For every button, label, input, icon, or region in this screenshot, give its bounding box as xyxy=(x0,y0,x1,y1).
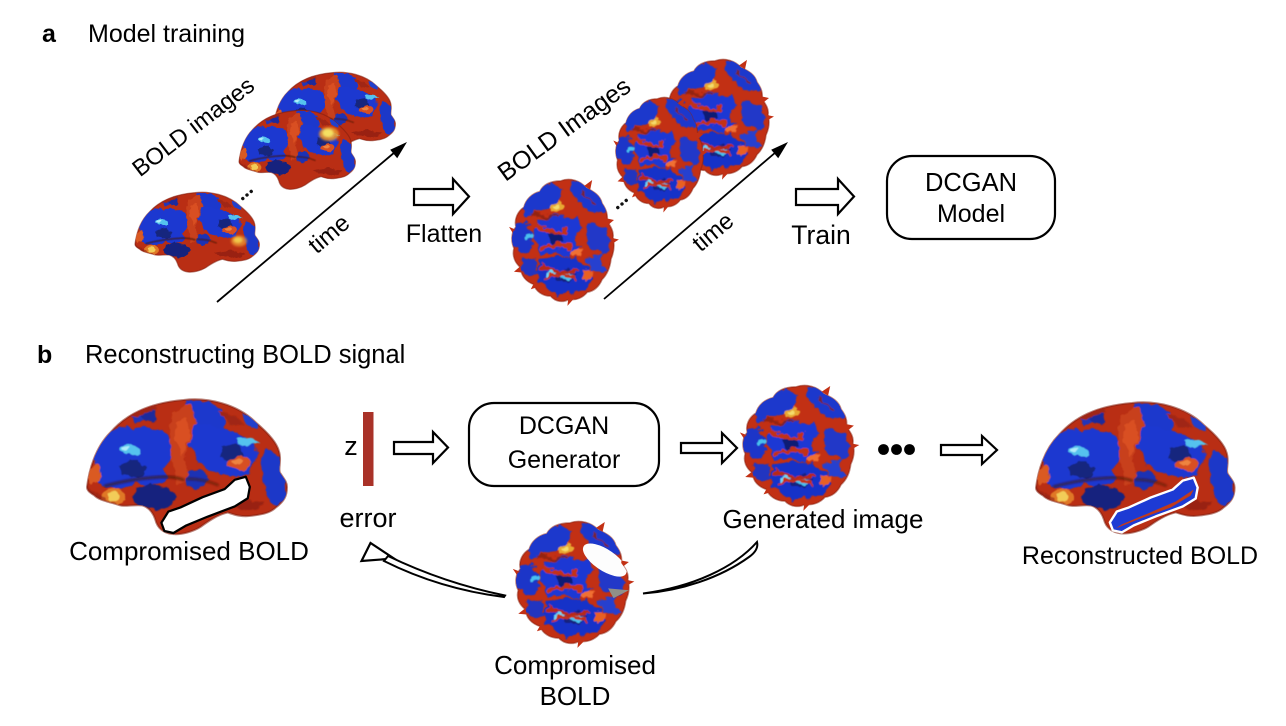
svg-text:BOLD: BOLD xyxy=(540,681,611,711)
svg-text:time: time xyxy=(687,207,739,257)
svg-text:Compromised: Compromised xyxy=(494,650,656,680)
svg-text:time: time xyxy=(303,209,355,259)
svg-text:Compromised BOLD: Compromised BOLD xyxy=(69,536,309,566)
svg-text:Model training: Model training xyxy=(88,20,245,48)
svg-text:b: b xyxy=(37,341,52,369)
svg-text:z: z xyxy=(344,431,358,461)
svg-text:Reconstructing BOLD signal: Reconstructing BOLD signal xyxy=(85,341,405,369)
svg-text:BOLD images: BOLD images xyxy=(127,72,259,182)
svg-text:Flatten: Flatten xyxy=(406,220,482,248)
svg-text:Train: Train xyxy=(791,220,850,250)
svg-text:Generator: Generator xyxy=(508,446,621,474)
svg-text:Generated image: Generated image xyxy=(723,504,924,534)
svg-text:BOLD Images: BOLD Images xyxy=(493,72,636,187)
svg-text:DCGAN: DCGAN xyxy=(519,412,609,440)
svg-text:Model: Model xyxy=(937,200,1005,228)
svg-text:DCGAN: DCGAN xyxy=(925,169,1017,197)
svg-text:error: error xyxy=(339,503,396,533)
svg-text:a: a xyxy=(42,20,57,48)
svg-text:Reconstructed BOLD: Reconstructed BOLD xyxy=(1022,542,1258,570)
